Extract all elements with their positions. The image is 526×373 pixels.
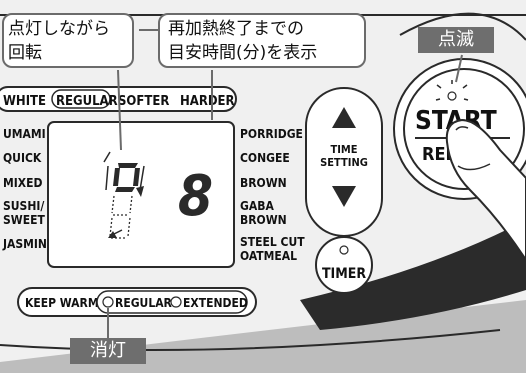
- blink-tag-pointer: [455, 54, 463, 83]
- timer-button[interactable]: [315, 236, 373, 294]
- menu-jasmine: JASMINE: [2, 237, 54, 251]
- timer-indicator-light: [339, 245, 349, 255]
- lcd-digit: 8: [178, 164, 213, 229]
- keep-warm-label: KEEP WARM: [25, 296, 99, 310]
- menu-gaba-brown: BROWN: [240, 213, 287, 227]
- rice-type-regular[interactable]: REGULAR: [56, 94, 118, 109]
- panel-lower-edge: [0, 329, 501, 351]
- cooker-body-dark-band: [300, 220, 526, 330]
- menu-brown: BROWN: [240, 176, 287, 190]
- reheat-callout-line1: 再加熱終了までの: [168, 19, 304, 39]
- keep-warm-extended-light: [170, 296, 182, 308]
- rice-type-regular-frame[interactable]: [51, 89, 111, 109]
- rice-type-softer[interactable]: SOFTER: [118, 94, 169, 109]
- rotate-callout-pointer: [117, 69, 122, 151]
- menu-porridge: PORRIDGE: [240, 127, 303, 141]
- menu-sweet: SWEET: [3, 213, 45, 227]
- menu-mixed: MIXED: [3, 176, 42, 190]
- off-tag: 消灯: [70, 338, 146, 364]
- pressing-finger: [445, 118, 526, 262]
- time-setting-label-1: TIME: [330, 143, 357, 156]
- keep-warm-regular-light: [102, 296, 114, 308]
- time-setting-label-2: SETTING: [320, 156, 368, 169]
- menu-quick: QUICK: [3, 151, 42, 165]
- menu-steel-cut: STEEL CUT: [240, 235, 305, 249]
- rice-type-harder[interactable]: HARDER: [180, 94, 235, 109]
- reheat-callout: 再加熱終了までの 目安時間(分)を表示: [158, 13, 366, 68]
- time-down-icon[interactable]: [332, 186, 356, 207]
- rotate-callout: 点灯しながら 回転: [2, 13, 134, 68]
- menu-gaba: GABA: [240, 199, 274, 213]
- panel-arc: [399, 12, 526, 41]
- timer-label: TIMER: [322, 266, 366, 282]
- keep-warm-extended[interactable]: EXTENDED: [183, 296, 248, 310]
- blink-tag: 点滅: [418, 27, 494, 53]
- rotate-callout-line2: 回転: [8, 43, 42, 63]
- blinking-light-icon: [435, 80, 469, 101]
- menu-oatmeal: OATMEAL: [240, 249, 297, 263]
- fingernail: [455, 126, 469, 131]
- time-up-icon[interactable]: [332, 107, 356, 128]
- reheat-callout-line2: 目安時間(分)を表示: [168, 43, 318, 63]
- menu-congee: CONGEE: [240, 151, 290, 165]
- rotating-indicator: [103, 151, 145, 239]
- keep-warm-regular[interactable]: REGULAR: [115, 296, 173, 310]
- menu-umami: UMAMI: [3, 127, 46, 141]
- menu-sushi: SUSHI/: [3, 199, 44, 213]
- rotate-callout-line1: 点灯しながら: [8, 19, 110, 39]
- finger-crease: [457, 163, 491, 171]
- rice-type-white[interactable]: WHITE: [3, 94, 46, 109]
